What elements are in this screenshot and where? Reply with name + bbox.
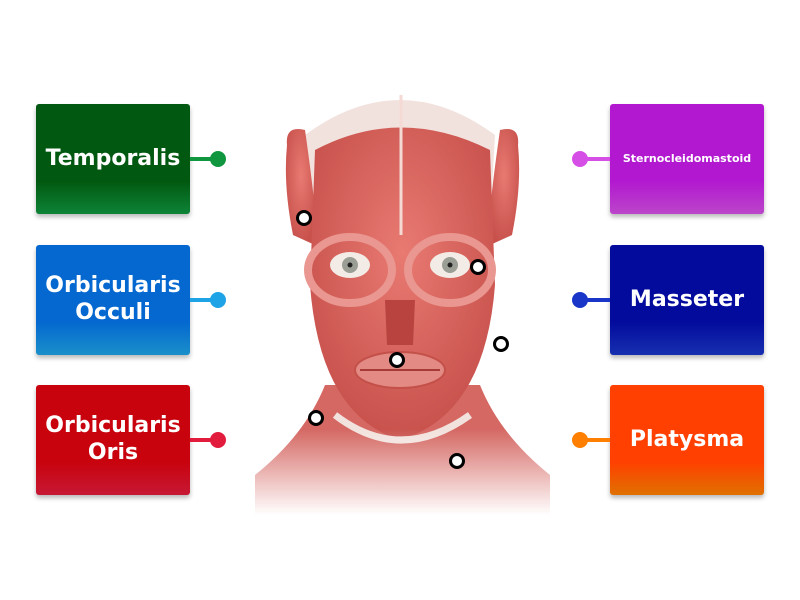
connector-line — [190, 157, 216, 161]
drop-target-hotspot-5[interactable] — [308, 410, 324, 426]
drop-target-hotspot-2[interactable] — [470, 259, 486, 275]
label-text: Sternocleidomastoid — [622, 152, 752, 166]
label-card-sternocleidomastoid[interactable]: Sternocleidomastoid — [610, 104, 764, 214]
drop-target-hotspot-3[interactable] — [493, 336, 509, 352]
label-text: Masseter — [629, 286, 745, 312]
connector-line — [582, 438, 610, 442]
pin-dot-icon[interactable] — [572, 292, 588, 308]
pin-dot-icon[interactable] — [210, 151, 226, 167]
pin-dot-icon[interactable] — [210, 292, 226, 308]
label-card-platysma[interactable]: Platysma — [610, 385, 764, 495]
connector-line — [582, 298, 610, 302]
face-muscles-image — [245, 85, 560, 515]
label-text: Platysma — [629, 426, 745, 452]
label-card-temporalis[interactable]: Temporalis — [36, 104, 190, 214]
drop-target-hotspot-6[interactable] — [449, 453, 465, 469]
drop-target-hotspot-4[interactable] — [389, 352, 405, 368]
pin-dot-icon[interactable] — [210, 432, 226, 448]
label-card-masseter[interactable]: Masseter — [610, 245, 764, 355]
connector-line — [190, 438, 216, 442]
drop-target-hotspot-1[interactable] — [296, 210, 312, 226]
connector-line — [190, 298, 216, 302]
label-text: Temporalis — [45, 145, 181, 171]
connector-line — [582, 157, 610, 161]
pin-dot-icon[interactable] — [572, 432, 588, 448]
pin-dot-icon[interactable] — [572, 151, 588, 167]
